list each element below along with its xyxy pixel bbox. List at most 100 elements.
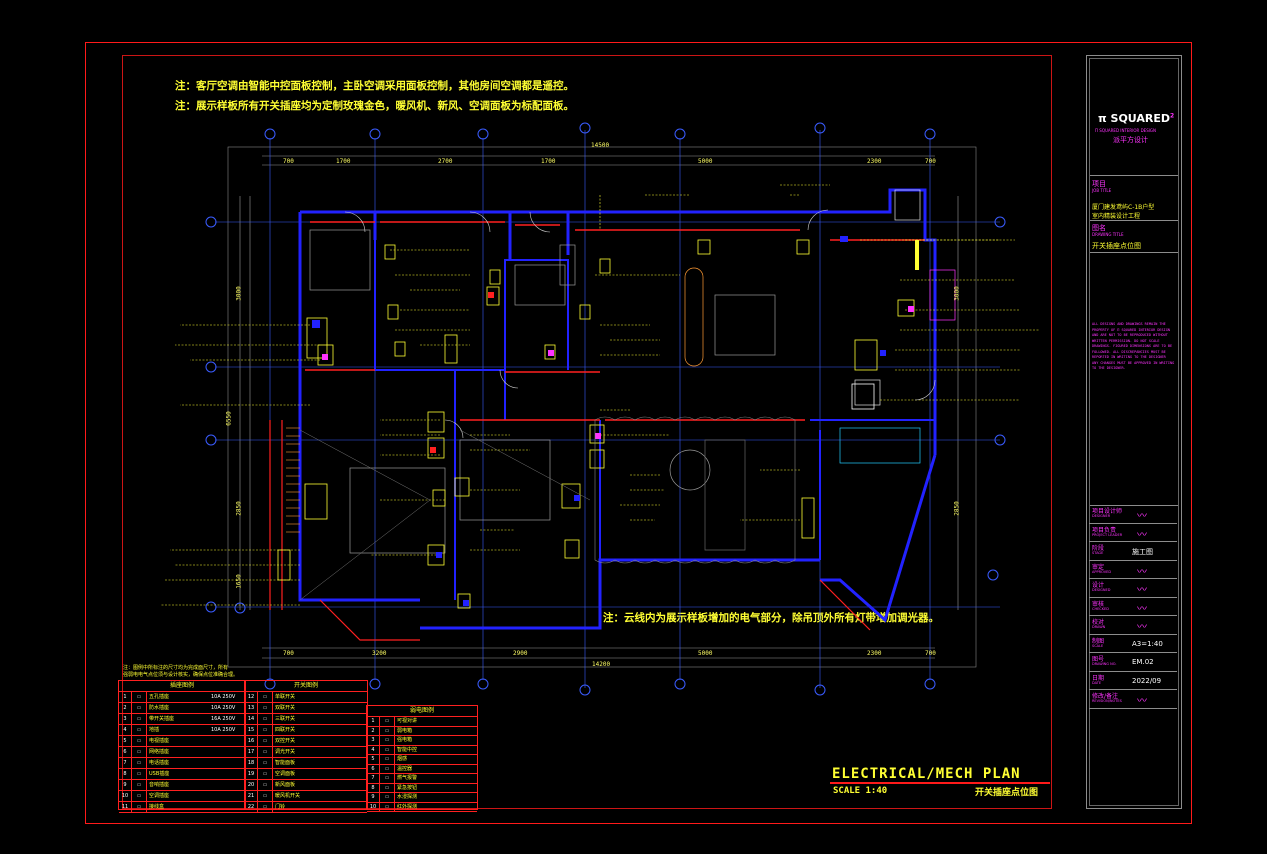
legend-row-number: 5	[119, 736, 132, 746]
legend-row-label: 音响插座	[149, 782, 170, 788]
legend-row-label: 接线盒	[149, 804, 165, 810]
legend-row-label: 双联开关	[275, 705, 296, 711]
legend-row-spec	[211, 736, 245, 746]
dim-top-7: 700	[925, 158, 936, 165]
title-block-row-label: 校对	[1092, 619, 1105, 626]
legend-row-label: 防水插座	[149, 705, 170, 711]
legend-row: 2▭弱电箱	[367, 726, 477, 736]
legend-row-number: 6	[367, 764, 380, 773]
title-block-row-sublabel: DESIGNED	[1092, 588, 1111, 592]
note-aircon-control: 注：客厅空调由智能中控面板控制，主卧空调采用面板控制，其他房间空调都是遥控。	[175, 80, 574, 92]
legend-symbol-icon: ▭	[258, 758, 273, 768]
legend-row: 12▭单联开关	[245, 692, 367, 703]
dim-top-2: 1700	[336, 158, 351, 165]
legend-row-spec	[211, 780, 245, 790]
legend-symbol-icon: ▭	[132, 736, 147, 746]
electrical-leaders	[160, 184, 1040, 606]
tb-divider-4	[1090, 505, 1178, 506]
legend-symbol-icon: ▭	[258, 747, 273, 757]
legend-row: 7▭燃气报警	[367, 774, 477, 784]
legend-row-spec	[211, 747, 245, 757]
title-block-row-label: 修改/备注	[1092, 693, 1119, 700]
legend-symbol-icon: ▭	[258, 703, 273, 713]
legend-table-sockets-title: 插座图例	[119, 681, 245, 692]
legend-row-number: 9	[367, 793, 380, 802]
legend-row-label: 带开关插座	[149, 716, 175, 722]
signature-icon: 〰	[1137, 566, 1147, 578]
legend-row-number: 1	[367, 717, 380, 726]
signature-icon: 〰	[1137, 511, 1147, 522]
title-block-row-sublabel: DRAWN	[1092, 625, 1106, 629]
title-block-row-sublabel: APPROVED	[1092, 569, 1112, 574]
legend-row-spec	[211, 758, 245, 768]
title-block-row-sublabel: REVISION/NOTES	[1092, 699, 1122, 703]
title-block-row-sublabel: STAGE	[1092, 551, 1104, 555]
legend-row-label: 温控器	[397, 765, 413, 772]
dim-bottom-5: 2300	[867, 650, 882, 657]
title-block-row-label: 日期	[1092, 674, 1105, 682]
legend-table-low-voltage-title: 弱电图例	[367, 706, 477, 717]
legend-row-number: 9	[119, 780, 132, 790]
dim-bottom-3: 2900	[513, 650, 528, 657]
legend-row: 17▭调光开关	[245, 747, 367, 758]
dim-bottom-1: 700	[283, 650, 294, 657]
legend-row-label: 单联开关	[275, 694, 296, 700]
legend-row: 3▭强电箱	[367, 736, 477, 746]
legend-row-label: 燃气报警	[397, 775, 418, 781]
legend-row-number: 7	[367, 774, 380, 783]
legend-symbol-icon: ▭	[258, 736, 273, 746]
project-label-en: JOB TITLE	[1092, 188, 1112, 193]
title-block-row-sublabel: DATE	[1092, 680, 1102, 685]
disclaimer-line: REPORTED IN WRITING TO THE DESIGNER	[1092, 355, 1166, 359]
disclaimer-line: ANY CHANGES MUST BE APPROVED IN WRITING	[1092, 360, 1175, 365]
legend-row-number: 22	[245, 802, 258, 812]
legend-row-spec	[211, 791, 245, 801]
legend-row: 9▭音响插座	[119, 780, 245, 791]
disclaimer-line: ALL DESIGNS AND DRAWINGS REMAIN THE	[1092, 322, 1166, 326]
legend-row: 11▭接线盒	[119, 802, 245, 813]
dim-top-3: 2700	[438, 158, 453, 165]
legend-row-label: 电话插座	[149, 760, 170, 766]
project-name-2: 室内精装设计工程	[1092, 213, 1141, 220]
title-block-row-label: 图号	[1092, 656, 1105, 663]
title-block-row-label: 项目设计师	[1092, 508, 1123, 515]
title-block-row-value: 2022/09	[1132, 676, 1162, 685]
project-label: 项目	[1092, 180, 1106, 188]
legend-row-label: 调光开关	[275, 749, 296, 755]
legend-symbol-icon: ▭	[380, 764, 395, 773]
legend-row: 5▭电视插座	[119, 736, 245, 747]
legend-symbol-icon: ▭	[258, 802, 273, 812]
legend-row: 7▭电话插座	[119, 758, 245, 769]
title-block-row-value: A3=1:40	[1132, 639, 1163, 648]
drawing-title-cn: 开关插座点位图	[975, 788, 1039, 798]
legend-row-label: 空调插座	[149, 793, 170, 799]
signature-icon: 〰	[1137, 622, 1147, 633]
legend-row: 10▭红外探测	[367, 802, 477, 812]
legend-row: 4▭智能中控	[367, 745, 477, 755]
legend-row-number: 7	[119, 758, 132, 768]
dim-bottom-2: 3200	[372, 650, 387, 657]
furniture	[309, 189, 956, 554]
legend-row-number: 13	[245, 703, 258, 713]
title-block-row-sublabel: DESIGNER	[1092, 514, 1111, 518]
legend-row-number: 16	[245, 736, 258, 746]
legend-symbol-icon: ▭	[132, 703, 147, 713]
walls	[269, 188, 937, 641]
grid-bubbles	[205, 122, 1006, 696]
disclaimer-line: AND ARE NOT TO BE REPRODUCED WITHOUT	[1092, 333, 1168, 337]
legend-symbol-icon: ▭	[132, 780, 147, 790]
dim-right-1: 3000	[953, 286, 961, 301]
legend-row-label: 网络插座	[149, 749, 170, 755]
legend-note-a: 注：图例中所标注的尺寸均为完成面尺寸，所有	[123, 665, 229, 671]
legend-row: 9▭水浸探测	[367, 793, 477, 803]
